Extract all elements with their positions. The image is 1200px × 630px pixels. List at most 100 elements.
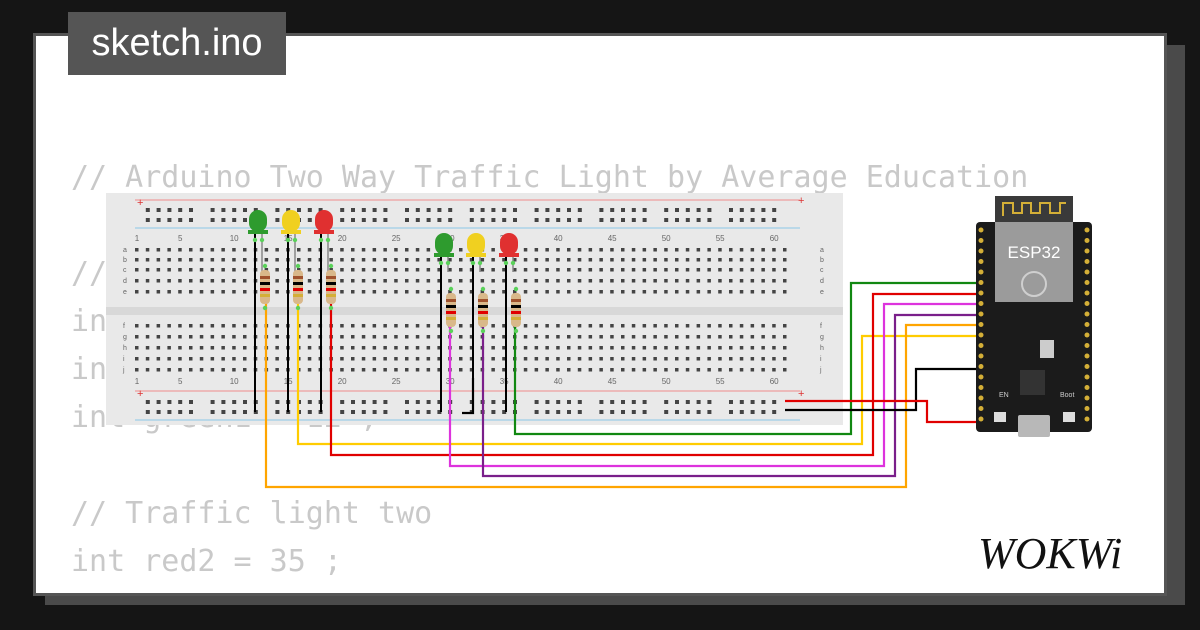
- code-line: int red2 = 35 ;: [71, 544, 342, 579]
- wire-red-power[interactable]: [785, 399, 985, 424]
- resistor[interactable]: [478, 293, 488, 327]
- rail-plus-label: +: [137, 197, 143, 209]
- connection-dot: [325, 237, 331, 243]
- pin[interactable]: [1084, 406, 1090, 411]
- led-base: [499, 253, 519, 257]
- pin[interactable]: [978, 269, 984, 275]
- column-number: 25: [392, 377, 401, 386]
- en-button[interactable]: [994, 412, 1006, 422]
- led-base: [314, 230, 334, 234]
- pin[interactable]: [978, 332, 984, 338]
- pin[interactable]: [978, 406, 984, 411]
- wire-magenta[interactable]: [448, 300, 985, 468]
- column-number: 5: [178, 234, 183, 243]
- wire-yellow[interactable]: [296, 300, 985, 446]
- pin[interactable]: [978, 395, 984, 401]
- led-base: [248, 230, 268, 234]
- row-letter: f: [820, 323, 822, 330]
- led[interactable]: [467, 233, 485, 255]
- resistor[interactable]: [260, 270, 270, 304]
- row-letter: j: [819, 367, 822, 374]
- pin[interactable]: [978, 259, 984, 264]
- pin[interactable]: [978, 353, 984, 359]
- led-base: [466, 253, 486, 257]
- pin[interactable]: [978, 227, 984, 233]
- row-letter: g: [123, 334, 127, 341]
- pin[interactable]: [978, 364, 984, 369]
- esp32-pins: [978, 227, 1090, 422]
- connection-dot: [252, 237, 258, 243]
- pin[interactable]: [978, 385, 984, 390]
- resistor-band: [446, 305, 456, 308]
- pin[interactable]: [1084, 269, 1090, 275]
- pin[interactable]: [1084, 259, 1090, 264]
- pin[interactable]: [1084, 301, 1090, 306]
- column-number: 40: [554, 234, 563, 243]
- file-tab[interactable]: sketch.ino: [68, 12, 286, 75]
- led[interactable]: [282, 210, 300, 232]
- column-number: 5: [178, 377, 183, 386]
- resistor[interactable]: [326, 270, 336, 304]
- pin[interactable]: [1084, 227, 1090, 233]
- boot-label: Boot: [1060, 392, 1074, 399]
- pin[interactable]: [1084, 395, 1090, 401]
- column-number: 1: [135, 234, 140, 243]
- pin[interactable]: [1084, 374, 1090, 380]
- pin[interactable]: [978, 343, 984, 348]
- column-number: 20: [338, 377, 347, 386]
- pin[interactable]: [1084, 353, 1090, 359]
- esp32-board[interactable]: ESP32 EN Boot: [976, 196, 1092, 437]
- connection-dot: [328, 263, 334, 269]
- pin[interactable]: [978, 374, 984, 380]
- connection-dot: [295, 263, 301, 269]
- pin[interactable]: [978, 248, 984, 254]
- resistor-band: [478, 305, 488, 308]
- pin[interactable]: [1084, 416, 1090, 422]
- pin[interactable]: [978, 322, 984, 327]
- column-number: 20: [338, 234, 347, 243]
- pin[interactable]: [1084, 364, 1090, 369]
- usb-port: [1018, 415, 1050, 437]
- pin[interactable]: [1084, 343, 1090, 348]
- pin[interactable]: [1084, 248, 1090, 254]
- column-number: 35: [500, 377, 509, 386]
- led[interactable]: [500, 233, 518, 255]
- led[interactable]: [315, 210, 333, 232]
- resistor-band: [326, 288, 336, 291]
- resistor-band: [260, 294, 270, 297]
- resistor[interactable]: [293, 270, 303, 304]
- row-letter: d: [820, 278, 824, 285]
- resistor-band: [326, 282, 336, 285]
- connection-dot: [513, 328, 519, 334]
- column-number: 60: [770, 234, 779, 243]
- row-letter: d: [123, 278, 127, 285]
- pin[interactable]: [1084, 322, 1090, 327]
- wire-green[interactable]: [513, 281, 985, 436]
- pin[interactable]: [978, 416, 984, 422]
- pin[interactable]: [1084, 332, 1090, 338]
- led[interactable]: [435, 233, 453, 255]
- wire-red[interactable]: [329, 292, 985, 457]
- pin[interactable]: [978, 280, 984, 285]
- pin[interactable]: [1084, 385, 1090, 390]
- column-number: 10: [230, 377, 239, 386]
- pin[interactable]: [1084, 290, 1090, 296]
- resistor[interactable]: [446, 293, 456, 327]
- rail-plus-label: +: [798, 195, 804, 207]
- connection-dot: [510, 260, 516, 266]
- row-letter: a: [123, 247, 127, 254]
- esp32-chip-label: ESP32: [1008, 243, 1061, 262]
- led[interactable]: [249, 210, 267, 232]
- resistor[interactable]: [511, 293, 521, 327]
- boot-button[interactable]: [1063, 412, 1075, 422]
- wire-orange[interactable]: [264, 300, 985, 489]
- wire-purple[interactable]: [481, 300, 985, 478]
- pin[interactable]: [978, 311, 984, 317]
- pin[interactable]: [1084, 280, 1090, 285]
- wire-black-gnd[interactable]: [785, 367, 985, 412]
- pin[interactable]: [978, 290, 984, 296]
- pin[interactable]: [978, 238, 984, 243]
- pin[interactable]: [978, 301, 984, 306]
- pin[interactable]: [1084, 238, 1090, 243]
- pin[interactable]: [1084, 311, 1090, 317]
